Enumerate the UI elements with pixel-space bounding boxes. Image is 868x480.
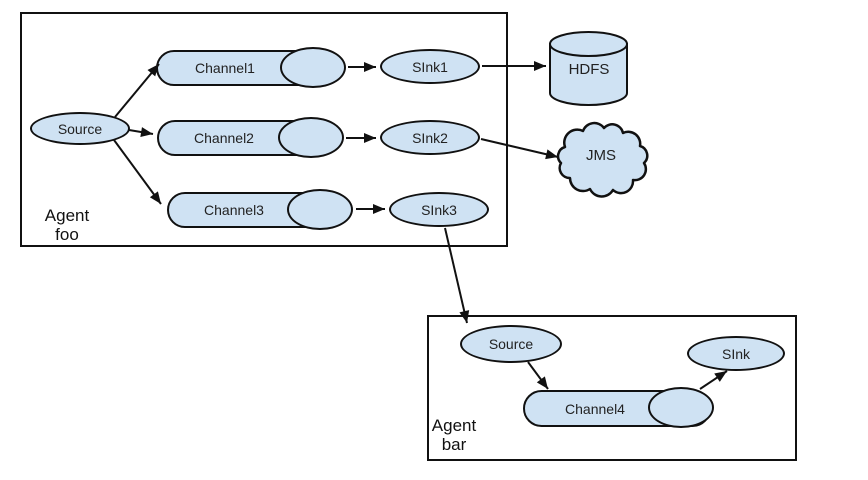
agent-bar-label-line1: Agent xyxy=(431,416,477,435)
jms-label: JMS xyxy=(586,147,616,164)
node-sink2: SInk2 xyxy=(380,120,480,155)
agent-foo-label-line2: foo xyxy=(55,225,79,244)
channel3-endcap xyxy=(287,189,353,230)
node-channel2-label: Channel2 xyxy=(194,130,254,146)
node-sink-bar: SInk xyxy=(687,336,785,371)
hdfs-label: HDFS xyxy=(568,61,610,78)
node-source-foo: Source xyxy=(30,112,130,145)
node-channel3-label: Channel3 xyxy=(204,202,264,218)
node-source-bar-label: Source xyxy=(488,336,534,352)
node-sink3-label: SInk3 xyxy=(421,201,457,218)
node-source-bar: Source xyxy=(460,325,562,363)
node-sink2-label: SInk2 xyxy=(412,129,448,146)
agent-bar-label: Agent bar xyxy=(424,416,484,454)
node-sink-bar-label: SInk xyxy=(721,345,750,362)
node-channel4-label: Channel4 xyxy=(565,400,625,417)
channel2-endcap xyxy=(278,117,344,158)
agent-foo-box xyxy=(20,12,508,247)
node-sink1-label: SInk1 xyxy=(412,58,448,75)
agent-foo-label-line1: Agent xyxy=(44,206,90,225)
node-sink1: SInk1 xyxy=(380,49,480,84)
agent-bar-label-line2: bar xyxy=(441,435,467,454)
agent-bar-box xyxy=(427,315,797,461)
node-sink3: SInk3 xyxy=(389,192,489,227)
channel4-endcap xyxy=(648,387,714,428)
node-source-foo-label: Source xyxy=(57,120,103,137)
channel1-endcap xyxy=(280,47,346,88)
agent-foo-label: Agent foo xyxy=(36,206,98,244)
node-channel1-label: Channel1 xyxy=(195,60,255,76)
